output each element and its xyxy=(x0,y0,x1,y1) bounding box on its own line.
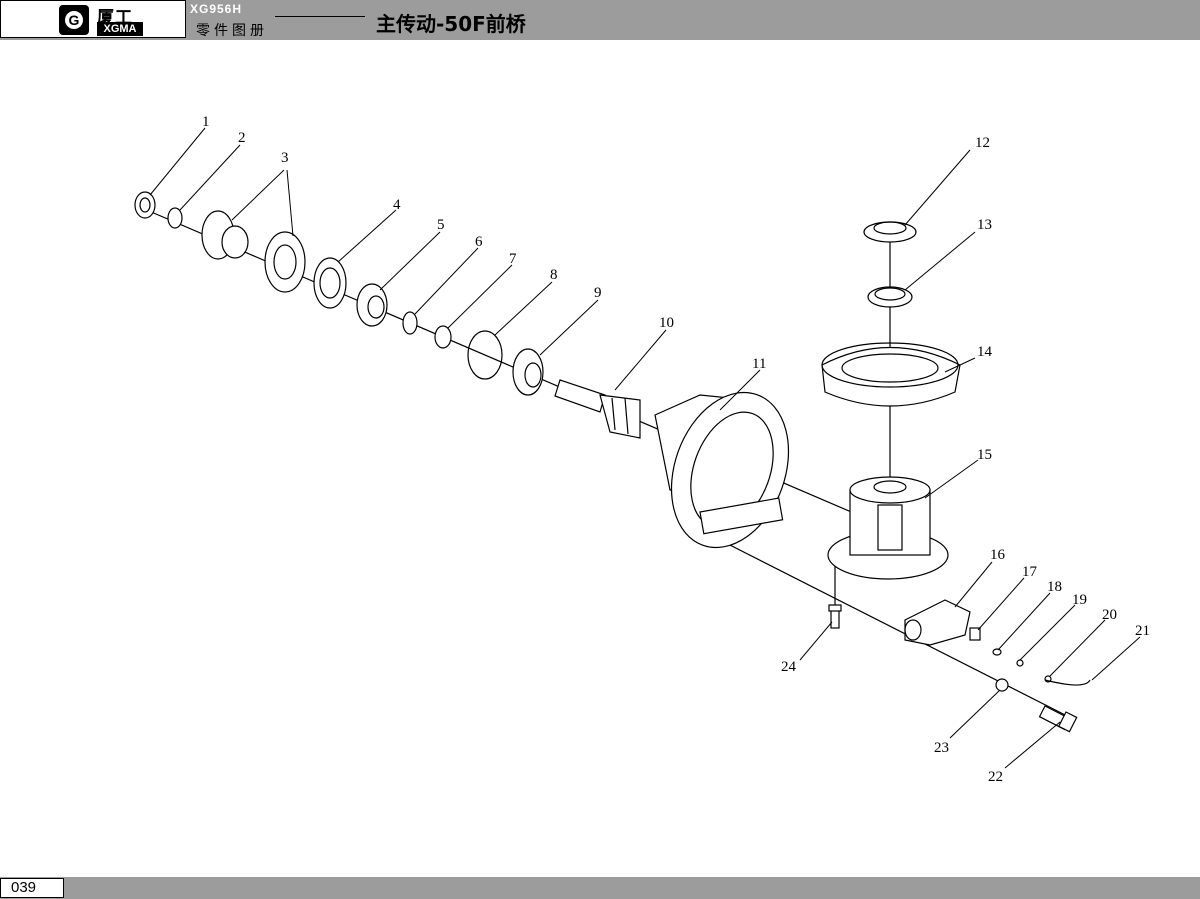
part-screw xyxy=(828,604,842,629)
callout-14: 14 xyxy=(977,344,993,360)
callout-12: 12 xyxy=(975,135,990,151)
part-shim xyxy=(402,311,418,335)
xgma-logo-icon: G xyxy=(59,5,89,35)
part-drive-pinion xyxy=(554,379,641,439)
leader-18 xyxy=(997,592,1051,651)
leader-24 xyxy=(799,621,833,661)
callout-15: 15 xyxy=(977,447,992,463)
callout-22: 22 xyxy=(988,769,1003,785)
leader-8 xyxy=(494,281,553,336)
part-differential xyxy=(827,476,949,580)
part-flange xyxy=(201,210,306,293)
leader-17 xyxy=(977,577,1025,631)
part-oil-seal xyxy=(313,257,347,309)
part-ring xyxy=(167,207,183,229)
callout-6: 6 xyxy=(475,234,483,250)
part-flat-washer xyxy=(995,678,1009,692)
callout-17: 17 xyxy=(1022,564,1038,580)
catalog-label: 零件图册 xyxy=(196,23,268,39)
part-lock-plate xyxy=(969,627,981,641)
model-label: XG956H xyxy=(190,2,243,16)
page-number: 039 xyxy=(0,878,64,898)
callout-5: 5 xyxy=(437,217,445,233)
logo-english-name: XGMA xyxy=(97,22,143,36)
part-cap-bolt xyxy=(1038,705,1078,733)
leader-3a xyxy=(231,169,285,221)
callout-24: 24 xyxy=(781,659,797,675)
leader-3b xyxy=(286,169,294,237)
leader-9 xyxy=(539,299,599,356)
page-title: 主传动-50F前桥 xyxy=(376,12,526,36)
leader-4 xyxy=(337,209,397,263)
leader-14 xyxy=(944,357,976,373)
part-bearing-cup xyxy=(867,286,913,308)
footer-bar xyxy=(0,877,1200,899)
logo: G 厦工 XGMA xyxy=(0,0,186,38)
leader-1 xyxy=(149,127,206,196)
leader-15 xyxy=(924,459,979,499)
part-washer xyxy=(992,648,1002,656)
leader-10 xyxy=(614,329,667,391)
callout-7: 7 xyxy=(509,251,517,267)
callout-20: 20 xyxy=(1102,607,1117,623)
callout-1: 1 xyxy=(202,114,210,130)
leader-23 xyxy=(949,689,1001,739)
leader-13 xyxy=(904,231,976,291)
leader-6 xyxy=(414,247,479,315)
callout-16: 16 xyxy=(990,547,1006,563)
callout-19: 19 xyxy=(1072,592,1087,608)
leader-2 xyxy=(179,144,241,211)
callout-10: 10 xyxy=(659,315,674,331)
callout-3: 3 xyxy=(281,150,289,166)
leader-11 xyxy=(719,369,761,411)
model-underline xyxy=(275,16,365,17)
part-seal xyxy=(134,191,156,219)
header-bar xyxy=(0,0,1200,40)
part-top-bearing xyxy=(863,221,917,243)
leader-22 xyxy=(1004,721,1061,769)
leader-12 xyxy=(904,149,971,226)
part-bearing xyxy=(356,283,388,327)
part-bolt xyxy=(1044,675,1052,683)
callout-2: 2 xyxy=(238,130,246,146)
part-bearing-cap xyxy=(904,599,971,646)
leader-16 xyxy=(954,561,993,608)
callout-4: 4 xyxy=(393,197,401,213)
part-ring-gear xyxy=(821,342,961,407)
part-spacer xyxy=(434,325,452,349)
part-housing xyxy=(654,391,790,549)
callout-11: 11 xyxy=(752,356,766,372)
callout-8: 8 xyxy=(550,267,558,283)
callout-18: 18 xyxy=(1047,579,1062,595)
leader-21 xyxy=(1091,636,1141,681)
part-pin xyxy=(1016,659,1024,667)
bolt-axis-line xyxy=(719,539,1076,721)
leader-19 xyxy=(1019,604,1076,661)
callout-13: 13 xyxy=(977,217,992,233)
leader-5 xyxy=(379,231,441,291)
part-o-ring xyxy=(467,330,503,380)
part-lock-wire xyxy=(1044,679,1091,686)
callout-9: 9 xyxy=(594,285,602,301)
callout-21: 21 xyxy=(1135,623,1150,639)
leader-7 xyxy=(447,264,513,329)
leader-20 xyxy=(1049,619,1106,677)
part-inner-bearing xyxy=(512,348,544,396)
callout-23: 23 xyxy=(934,740,949,756)
